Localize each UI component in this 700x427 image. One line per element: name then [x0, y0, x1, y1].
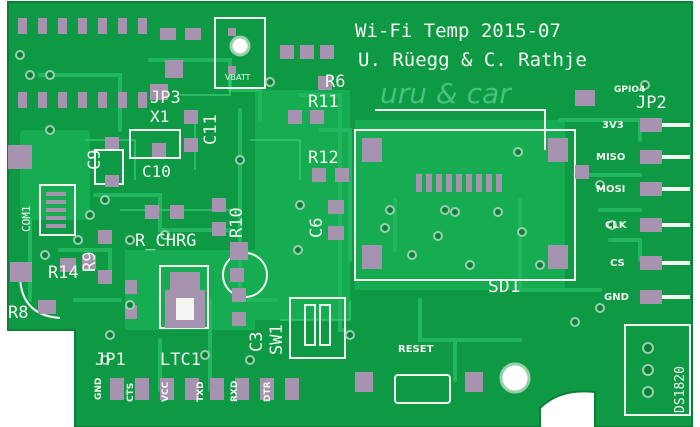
smd-pads [8, 18, 662, 400]
label-r12: R12 [308, 148, 339, 168]
jp2-header: 3V3 MISO MOSI CLK CS GND [596, 120, 690, 303]
label-r9: R9 [80, 252, 100, 272]
label-ltc1: LTC1 [160, 350, 201, 370]
label-ds1820: DS1820 [673, 366, 688, 413]
vbatt-pads [228, 28, 236, 74]
label-sd1: SD1 [488, 276, 521, 297]
label-jp1: JP1 [95, 350, 126, 370]
label-c11: C11 [201, 114, 221, 145]
label-com1: COM1 [20, 206, 33, 233]
ds1820-footprint [642, 342, 654, 398]
label-r-chrg: R_CHRG [135, 231, 196, 251]
label-jp2: JP2 [636, 93, 667, 113]
label-r14: R14 [48, 263, 79, 283]
label-reset: RESET [398, 344, 434, 355]
jp2-pin-label: MOSI [596, 184, 625, 195]
jp1-pin-label: GND [94, 378, 104, 400]
mounting-holes [229, 35, 531, 394]
jp2-pin-label: 3V3 [602, 120, 624, 131]
jp1-pin-label: VCC [161, 381, 171, 402]
board-authors: U. Rüegg & C. Rathje [358, 49, 587, 71]
label-c9: C9 [85, 150, 105, 170]
label-c10: C10 [142, 162, 171, 181]
label-x1: X1 [150, 107, 169, 126]
jp1-pin-label: DTR [263, 381, 273, 402]
jp2-pin-label: GND [604, 292, 629, 303]
label-r10: R10 [227, 207, 247, 238]
label-r8: R8 [8, 303, 28, 323]
label-sw1: SW1 [267, 324, 287, 355]
label-r11: R11 [308, 92, 339, 112]
qfn-chip [165, 290, 205, 328]
label-c3: C3 [247, 332, 267, 352]
jp2-pin-label: CS [610, 258, 625, 269]
board-logo: uru & car [380, 77, 512, 110]
label-r6: R6 [325, 72, 345, 92]
silkscreen-text: Wi-Fi Temp 2015-07 U. Rüegg & C. Rathje … [8, 20, 688, 413]
jp1-pin-label: RXD [230, 381, 240, 402]
jp1-header: GND CTS VCC TXD RXD DTR [94, 378, 273, 402]
board-title: Wi-Fi Temp 2015-07 [355, 20, 561, 42]
silkscreen-outlines [18, 17, 691, 416]
vias [15, 50, 650, 365]
jp2-pin-label: CLK [605, 220, 628, 231]
label-jp3: JP3 [150, 88, 181, 108]
jp1-pin-label: TXD [196, 381, 206, 402]
label-vbatt: VBATT [225, 73, 251, 82]
label-gpio4: GPIO4 [614, 85, 645, 95]
jp1-pin-label: CTS [126, 383, 136, 402]
jp2-pin-label: MISO [596, 152, 625, 163]
label-c6: C6 [307, 218, 327, 238]
